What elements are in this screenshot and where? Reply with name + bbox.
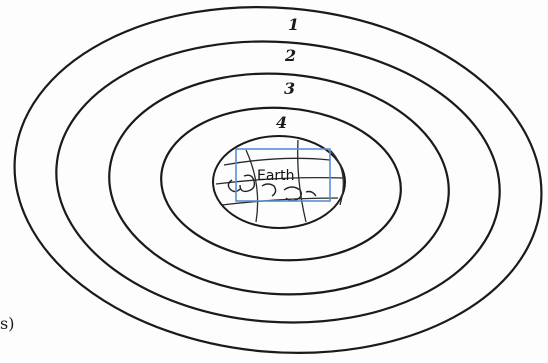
ring-number-2: 2: [284, 46, 296, 65]
earth-label: Earth: [257, 168, 295, 184]
ring-number-4: 4: [276, 113, 287, 132]
ring-number-1: 1: [288, 15, 299, 34]
ring-3: [102, 62, 457, 305]
ring-number-3: 3: [284, 79, 295, 98]
caption-label: s): [0, 314, 14, 333]
